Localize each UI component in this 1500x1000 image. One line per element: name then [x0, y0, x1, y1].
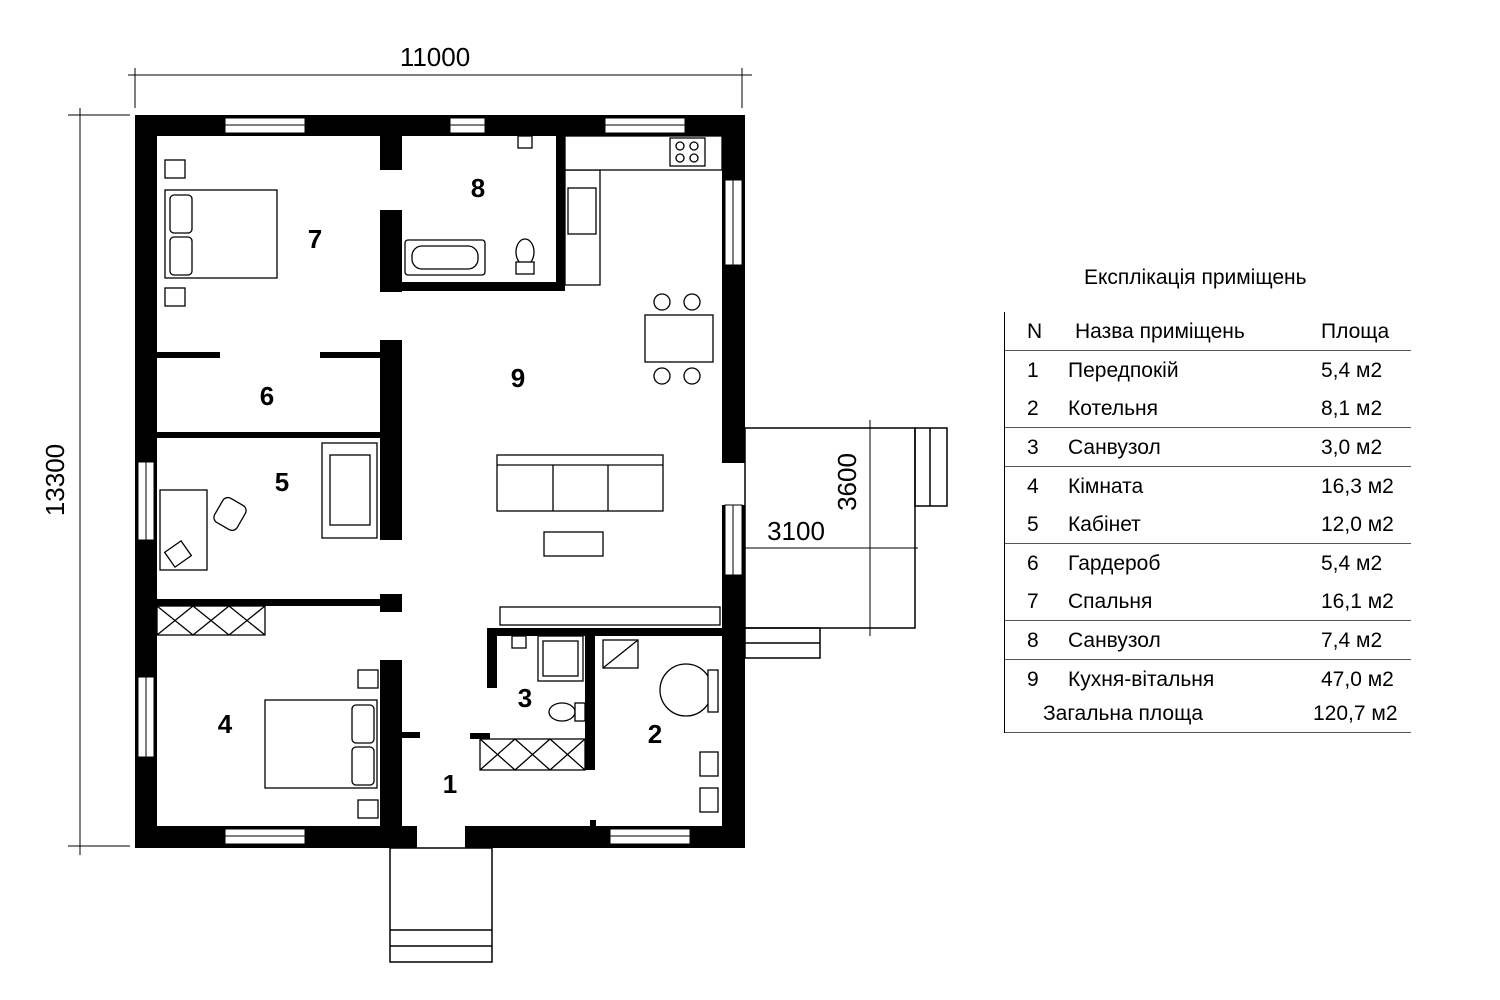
row-area: 16,1 м2 [1321, 590, 1394, 613]
table-row: 6 Гардероб 5,4 м2 [1005, 544, 1411, 582]
total-label: Загальна площа [1043, 702, 1204, 725]
table-total-row: Загальна площа 120,7 м2 [1005, 698, 1411, 733]
row-area: 8,1 м2 [1321, 397, 1383, 420]
row-area: 12,0 м2 [1321, 513, 1394, 536]
toilet-icon [515, 238, 535, 266]
boiler-icon [659, 663, 713, 717]
row-n: 4 [1027, 475, 1039, 498]
tv-table-icon [543, 531, 604, 557]
table-row: 5 Кабінет 12,0 м2 [1005, 505, 1411, 544]
row-area: 3,0 м2 [1321, 436, 1383, 459]
room-8-label: 8 [471, 173, 485, 203]
row-name: Санвузол [1068, 629, 1161, 652]
entrance-porch [389, 847, 493, 963]
table-row: 8 Санвузол 7,4 м2 [1005, 621, 1411, 660]
sofa-icon [496, 454, 664, 512]
header-area: Площа [1321, 320, 1390, 343]
row-name: Спальня [1068, 590, 1153, 613]
stove-icon [669, 137, 706, 167]
dimension-top [128, 68, 752, 108]
schedule-title: Експлікація приміщень [1084, 266, 1307, 289]
table-row: 9 Кухня-вітальня 47,0 м2 [1005, 660, 1411, 698]
room-6-label: 6 [260, 381, 274, 411]
windows [137, 117, 743, 845]
room-7-label: 7 [308, 224, 322, 254]
table-row: 1 Передпокій 5,4 м2 [1005, 351, 1411, 389]
row-name: Кімната [1068, 475, 1144, 498]
table-row: 7 Спальня 16,1 м2 [1005, 582, 1411, 621]
row-name: Передпокій [1068, 359, 1179, 382]
room-1-label: 1 [443, 769, 457, 799]
table-row: 2 Котельня 8,1 м2 [1005, 389, 1411, 428]
terrace-width-label: 3100 [767, 516, 825, 546]
furniture [156, 135, 723, 819]
row-area: 5,4 м2 [1321, 552, 1383, 575]
row-area: 7,4 м2 [1321, 629, 1383, 652]
row-n: 9 [1027, 668, 1039, 691]
row-n: 8 [1027, 629, 1039, 652]
row-n: 3 [1027, 436, 1039, 459]
row-area: 16,3 м2 [1321, 475, 1394, 498]
room-9-label: 9 [511, 363, 525, 393]
schedule-table: N Назва приміщень Площа 1 Передпокій 5,4 м… [1004, 312, 1411, 733]
interior-walls [157, 136, 722, 828]
row-n: 1 [1027, 359, 1039, 382]
dimension-width-label: 11000 [400, 42, 470, 72]
room-5-label: 5 [275, 467, 289, 497]
table-row: 3 Санвузол 3,0 м2 [1005, 428, 1411, 467]
row-n: 2 [1027, 397, 1039, 420]
dining-table-icon [644, 314, 714, 363]
dimension-left [68, 108, 130, 855]
row-n: 5 [1027, 513, 1039, 536]
total-area: 120,7 м2 [1313, 702, 1398, 725]
row-area: 47,0 м2 [1321, 668, 1394, 691]
row-name: Гардероб [1068, 552, 1161, 575]
row-name: Кабінет [1068, 513, 1141, 536]
row-name: Котельня [1068, 397, 1158, 420]
row-name: Кухня-вітальня [1068, 668, 1215, 691]
dimension-height-label: 13300 [40, 444, 70, 516]
terrace-depth-label: 3600 [832, 453, 862, 511]
header-n: N [1027, 320, 1043, 343]
room-2-label: 2 [648, 719, 662, 749]
table-header: N Назва приміщень Площа [1005, 312, 1411, 351]
row-name: Санвузол [1068, 436, 1161, 459]
row-n: 6 [1027, 552, 1039, 575]
room-3-label: 3 [518, 683, 532, 713]
row-area: 5,4 м2 [1321, 359, 1383, 382]
row-n: 7 [1027, 590, 1039, 613]
table-row: 4 Кімната 16,3 м2 [1005, 467, 1411, 505]
header-name: Назва приміщень [1075, 320, 1245, 343]
room-4-label: 4 [218, 709, 233, 739]
